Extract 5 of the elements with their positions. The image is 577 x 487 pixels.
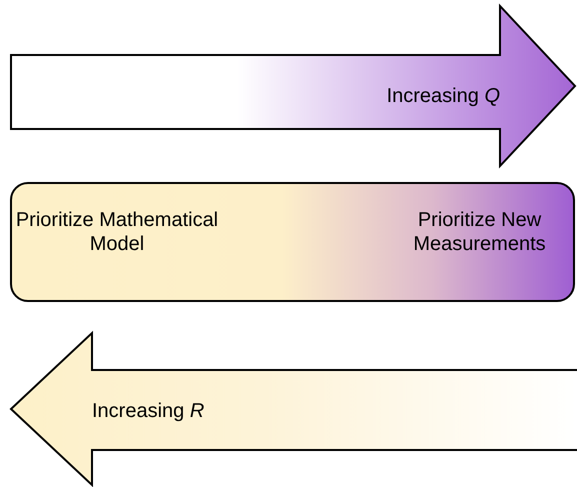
- arrow-label: Increasing R: [92, 399, 206, 423]
- rounded-box: [10, 182, 575, 302]
- box-label: Prioritize New Measurements: [412, 208, 547, 256]
- box-label: Prioritize Mathematical Model: [14, 208, 220, 256]
- arrow-label: Increasing Q: [386, 84, 500, 108]
